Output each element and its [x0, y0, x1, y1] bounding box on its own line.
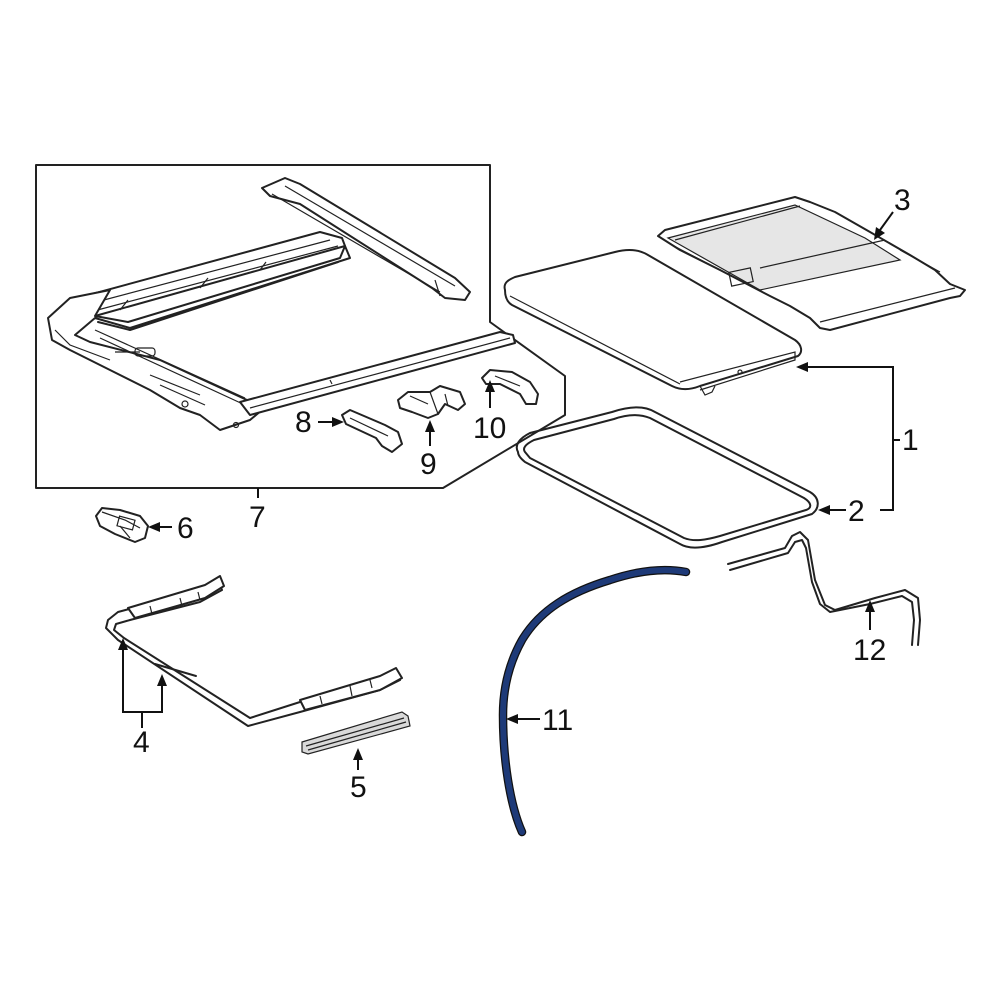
drain-hose-part-11[interactable]	[498, 565, 691, 837]
drive-cable-part-4[interactable]	[105, 575, 403, 727]
drain-tube-part-12[interactable]	[727, 531, 921, 646]
sunshade-part-3[interactable]	[657, 196, 966, 331]
callout-6: 6	[177, 512, 194, 545]
callout-7: 7	[249, 501, 266, 534]
callout-2: 2	[848, 495, 865, 528]
callout-3: 3	[894, 184, 911, 217]
callout-9: 9	[420, 448, 437, 481]
callout-labels: 1 2 3 4 5 6 7 8 9 10 11 12	[133, 184, 919, 804]
callout-1: 1	[902, 424, 919, 457]
callout-12: 12	[853, 634, 886, 667]
assembly-box-7	[35, 164, 566, 489]
glass-panel-part-1[interactable]	[503, 248, 803, 396]
callout-10: 10	[473, 412, 506, 445]
bracket-part-10[interactable]	[481, 369, 539, 405]
bracket-part-8[interactable]	[341, 409, 403, 453]
leader-lines	[118, 211, 900, 770]
callout-11: 11	[542, 704, 573, 737]
deflector-part-5[interactable]	[301, 711, 411, 755]
sunroof-frame[interactable]	[47, 177, 516, 431]
callout-4: 4	[133, 726, 150, 759]
connector-part-6[interactable]	[95, 507, 149, 543]
bracket-part-9[interactable]	[397, 385, 466, 419]
weatherstrip-part-2[interactable]	[515, 406, 819, 549]
callout-8: 8	[295, 406, 312, 439]
callout-5: 5	[350, 771, 367, 804]
